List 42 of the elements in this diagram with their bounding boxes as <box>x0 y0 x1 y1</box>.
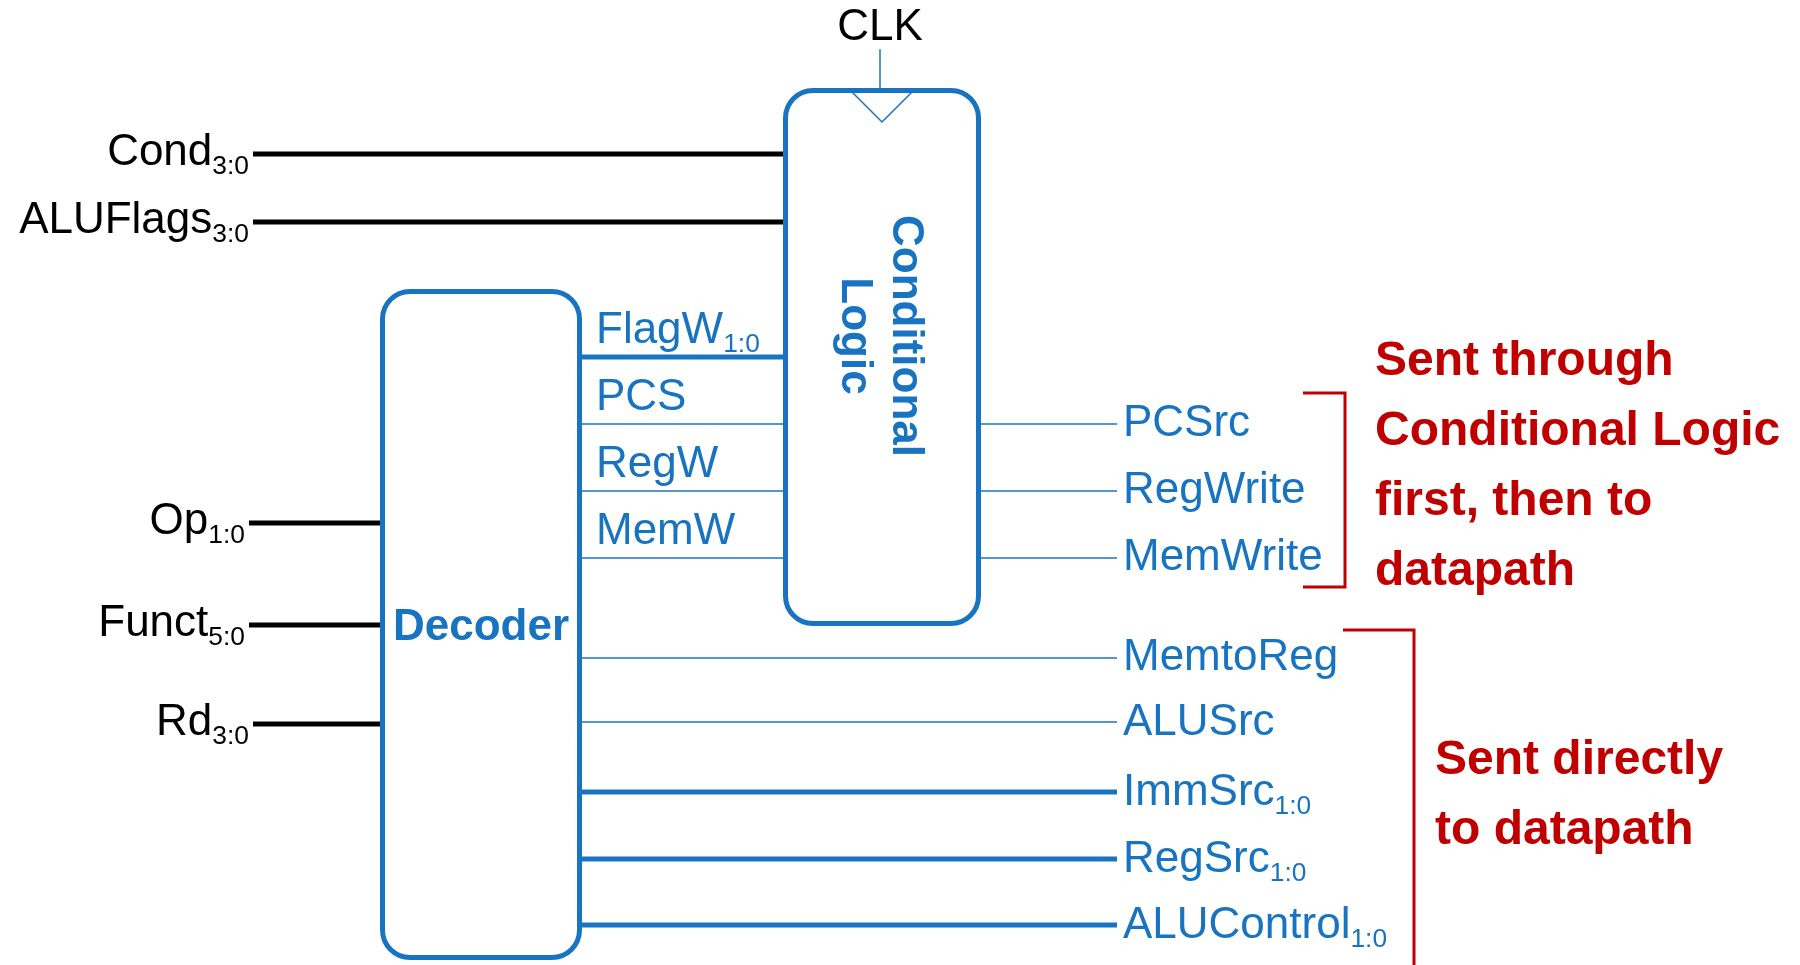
signal-wire <box>879 48 881 89</box>
signal-wire <box>582 922 1117 928</box>
signal-wire <box>582 789 1117 795</box>
output-signal-label: ALUControl$_{1:0}$ <box>1123 898 1388 948</box>
clock-label: CLK <box>837 0 923 50</box>
conditional-logic-block <box>783 88 981 626</box>
output-signal-label: RegSrc$_{1:0}$ <box>1123 832 1307 882</box>
input-signal-label: Funct$_{5:0}$ <box>98 596 245 646</box>
output-signal-label: ALUSrc <box>1123 695 1275 745</box>
output-signal-label: ImmSrc$_{1:0}$ <box>1123 765 1312 815</box>
input-signal-label: Op$_{1:0}$ <box>149 494 245 544</box>
signal-wire <box>582 354 783 360</box>
signal-wire <box>253 151 783 157</box>
edge-label: PCS <box>596 370 687 419</box>
input-signal-label: Rd$_{3:0}$ <box>156 695 249 745</box>
edge-label: MemW <box>596 504 736 553</box>
block-title: Conditional Logic <box>832 213 933 459</box>
signal-wire <box>253 721 380 727</box>
block-title: Decoder <box>392 599 570 650</box>
signal-wire <box>249 622 380 628</box>
signal-wire <box>253 219 783 225</box>
signal-wire <box>581 423 784 425</box>
signal-wire <box>980 423 1118 425</box>
signal-wire <box>581 721 1118 723</box>
signal-wire <box>581 490 784 492</box>
input-signal-label: Cond$_{3:0}$ <box>107 125 249 175</box>
output-signal-label: RegWrite <box>1123 463 1306 513</box>
annotation-note: Sent directly to datapath <box>1435 730 1725 856</box>
annotation-note: Sent through Conditional Logic first, then to datapath <box>1375 331 1782 597</box>
signal-wire <box>581 657 1118 659</box>
signal-wire <box>581 557 784 559</box>
output-signal-label: PCSrc <box>1123 396 1251 446</box>
edge-label: FlagW$_{1:0}$ <box>596 303 760 352</box>
edge-label: RegW <box>596 437 719 486</box>
input-signal-label: ALUFlags$_{3:0}$ <box>19 193 249 243</box>
signal-wire <box>980 557 1118 559</box>
output-signal-label: MemtoReg <box>1123 630 1339 680</box>
output-signal-label: MemWrite <box>1123 530 1323 580</box>
signal-wire <box>980 490 1118 492</box>
signal-wire <box>582 856 1117 862</box>
signal-wire <box>249 520 380 526</box>
decoder-block <box>380 289 582 960</box>
